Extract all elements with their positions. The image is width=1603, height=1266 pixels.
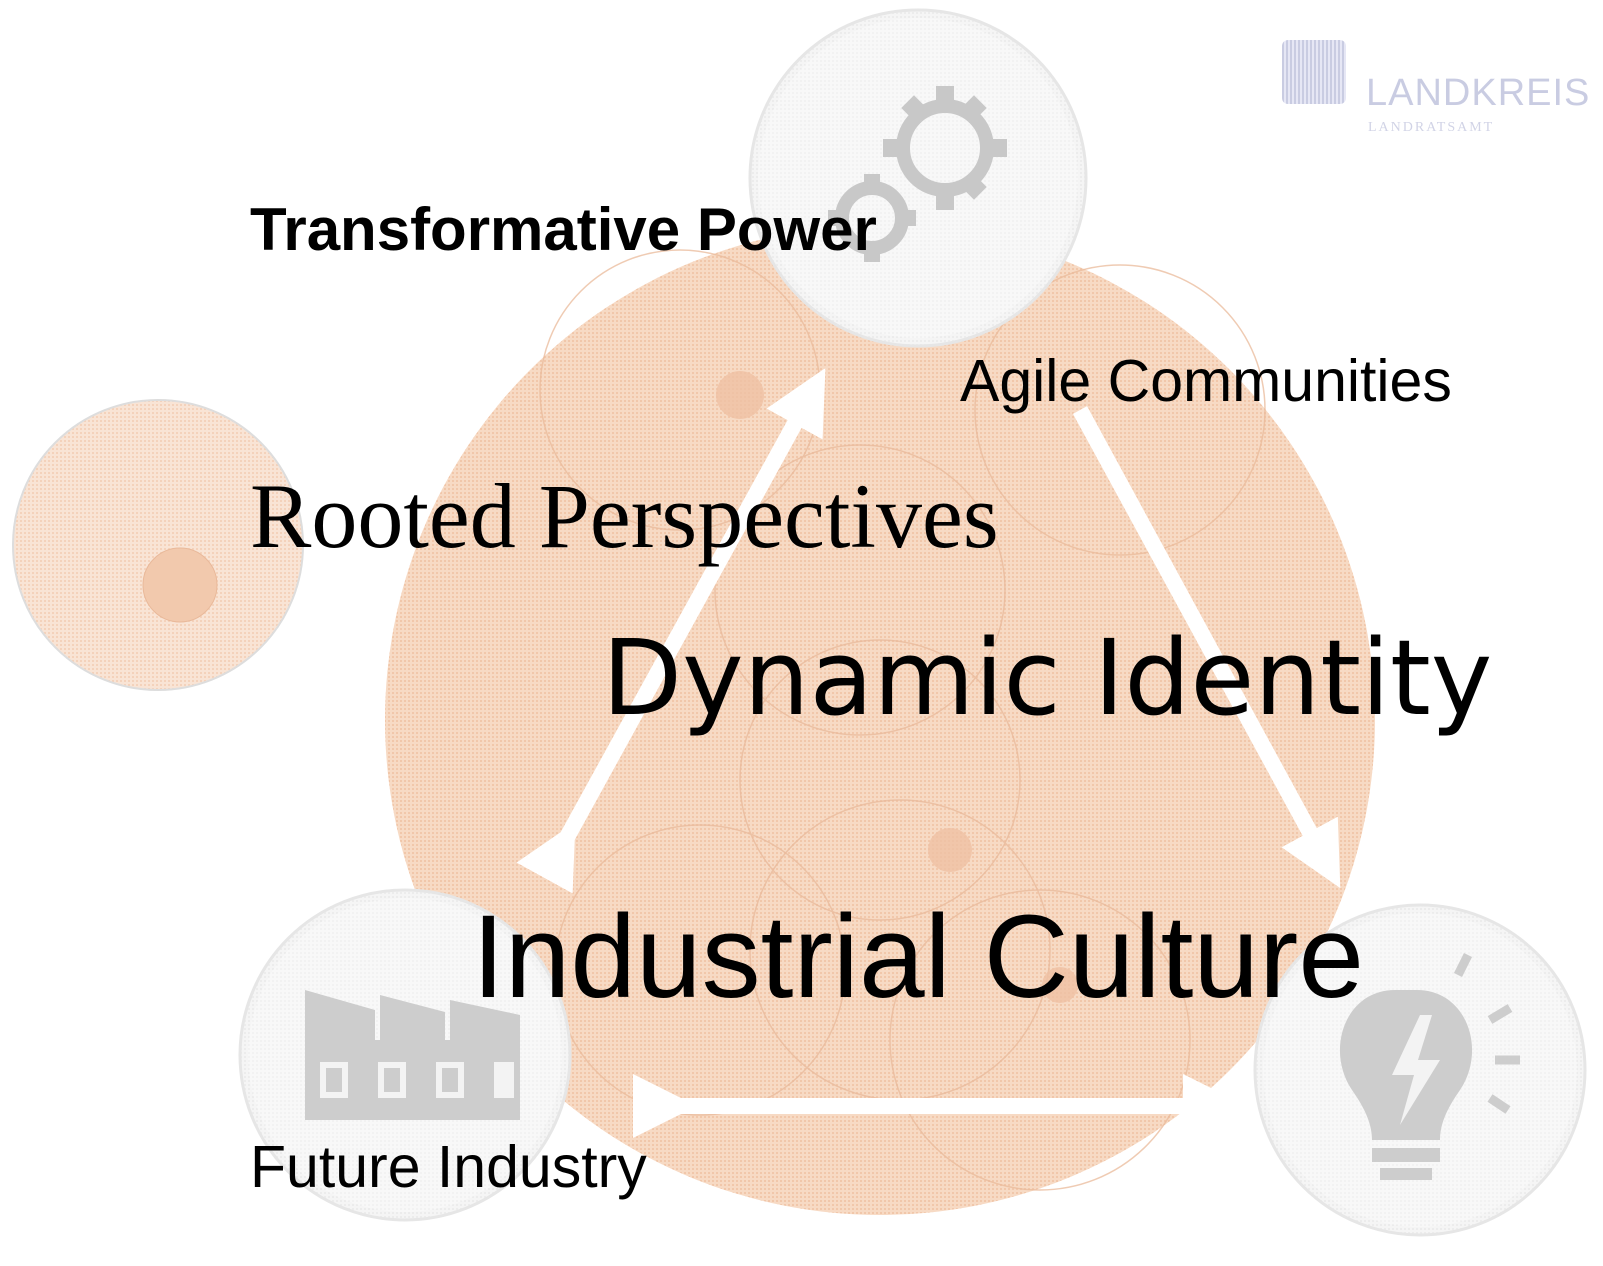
logo-mark-icon — [1282, 40, 1346, 104]
gears-icon — [748, 8, 1088, 348]
word-future-industry: Future Industry — [250, 1134, 647, 1200]
factory-icon — [238, 888, 572, 1222]
word-rooted-perspectives: Rooted Perspectives — [250, 465, 999, 567]
word-dynamic-identity: Dynamic Identity — [602, 617, 1493, 739]
left-circle-dot — [142, 547, 218, 623]
logo-subtitle: LANDRATSAMT — [1368, 120, 1495, 135]
word-transformative-power: Transformative Power — [250, 196, 877, 263]
left-circle — [12, 399, 304, 691]
lightbulb-icon — [1253, 903, 1587, 1237]
landkreis-logo: LANDKREIS ZW LANDRATSAMT — [1282, 40, 1603, 150]
word-agile-communities: Agile Communities — [960, 348, 1452, 414]
word-industrial-culture: Industrial Culture — [472, 891, 1364, 1023]
logo-name: LANDKREIS ZW — [1366, 72, 1603, 114]
triangle-arrows — [516, 367, 1341, 1138]
